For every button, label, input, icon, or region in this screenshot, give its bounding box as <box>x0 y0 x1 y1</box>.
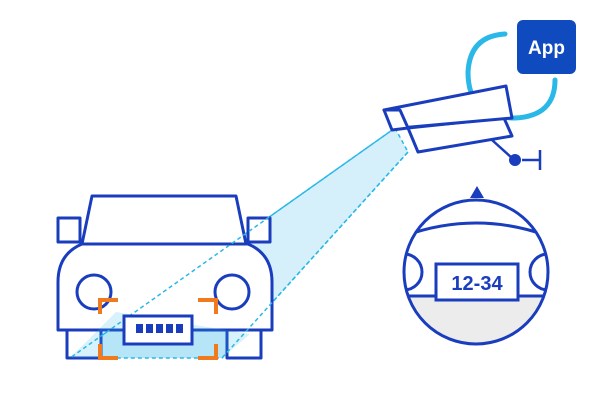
lens-plate-text: 12-34 <box>451 273 503 295</box>
left-headlight <box>75 273 113 311</box>
car-icon <box>56 194 274 360</box>
focus-corner-top-right <box>198 298 218 314</box>
focus-corner-bottom-right <box>198 344 218 360</box>
lens-left-headlight <box>404 252 424 292</box>
app-badge-label: App <box>528 38 565 59</box>
app-badge <box>517 20 576 74</box>
lens-hood <box>404 221 548 238</box>
video-camera-icon <box>382 84 514 154</box>
focus-corner-top-left <box>98 298 118 314</box>
plate-dot <box>136 324 143 333</box>
right-mirror <box>246 216 272 244</box>
license-plate-icon <box>122 314 194 346</box>
cable-jack <box>509 154 521 166</box>
lens-plate <box>434 262 520 302</box>
lens-ground <box>404 296 548 344</box>
left-mirror <box>56 216 82 244</box>
plate-dot <box>166 324 173 333</box>
focus-corner-bottom-left <box>98 344 118 360</box>
car-roof <box>80 194 248 246</box>
magnifier-pointer <box>470 186 484 198</box>
cable <box>490 138 514 160</box>
cable-connector-icon <box>490 138 542 170</box>
focus-corners <box>98 298 218 360</box>
camera-lens-cap <box>382 108 410 132</box>
plate-dot <box>156 324 163 333</box>
plate-dot <box>146 324 153 333</box>
plate-dot <box>176 324 183 333</box>
beam-edge-right <box>221 151 409 359</box>
magnifier-icon: 12-34 <box>402 186 550 346</box>
lens-right-headlight <box>528 252 548 292</box>
right-headlight <box>213 273 251 311</box>
car-body <box>56 242 274 332</box>
magnifier-ring <box>402 198 550 346</box>
